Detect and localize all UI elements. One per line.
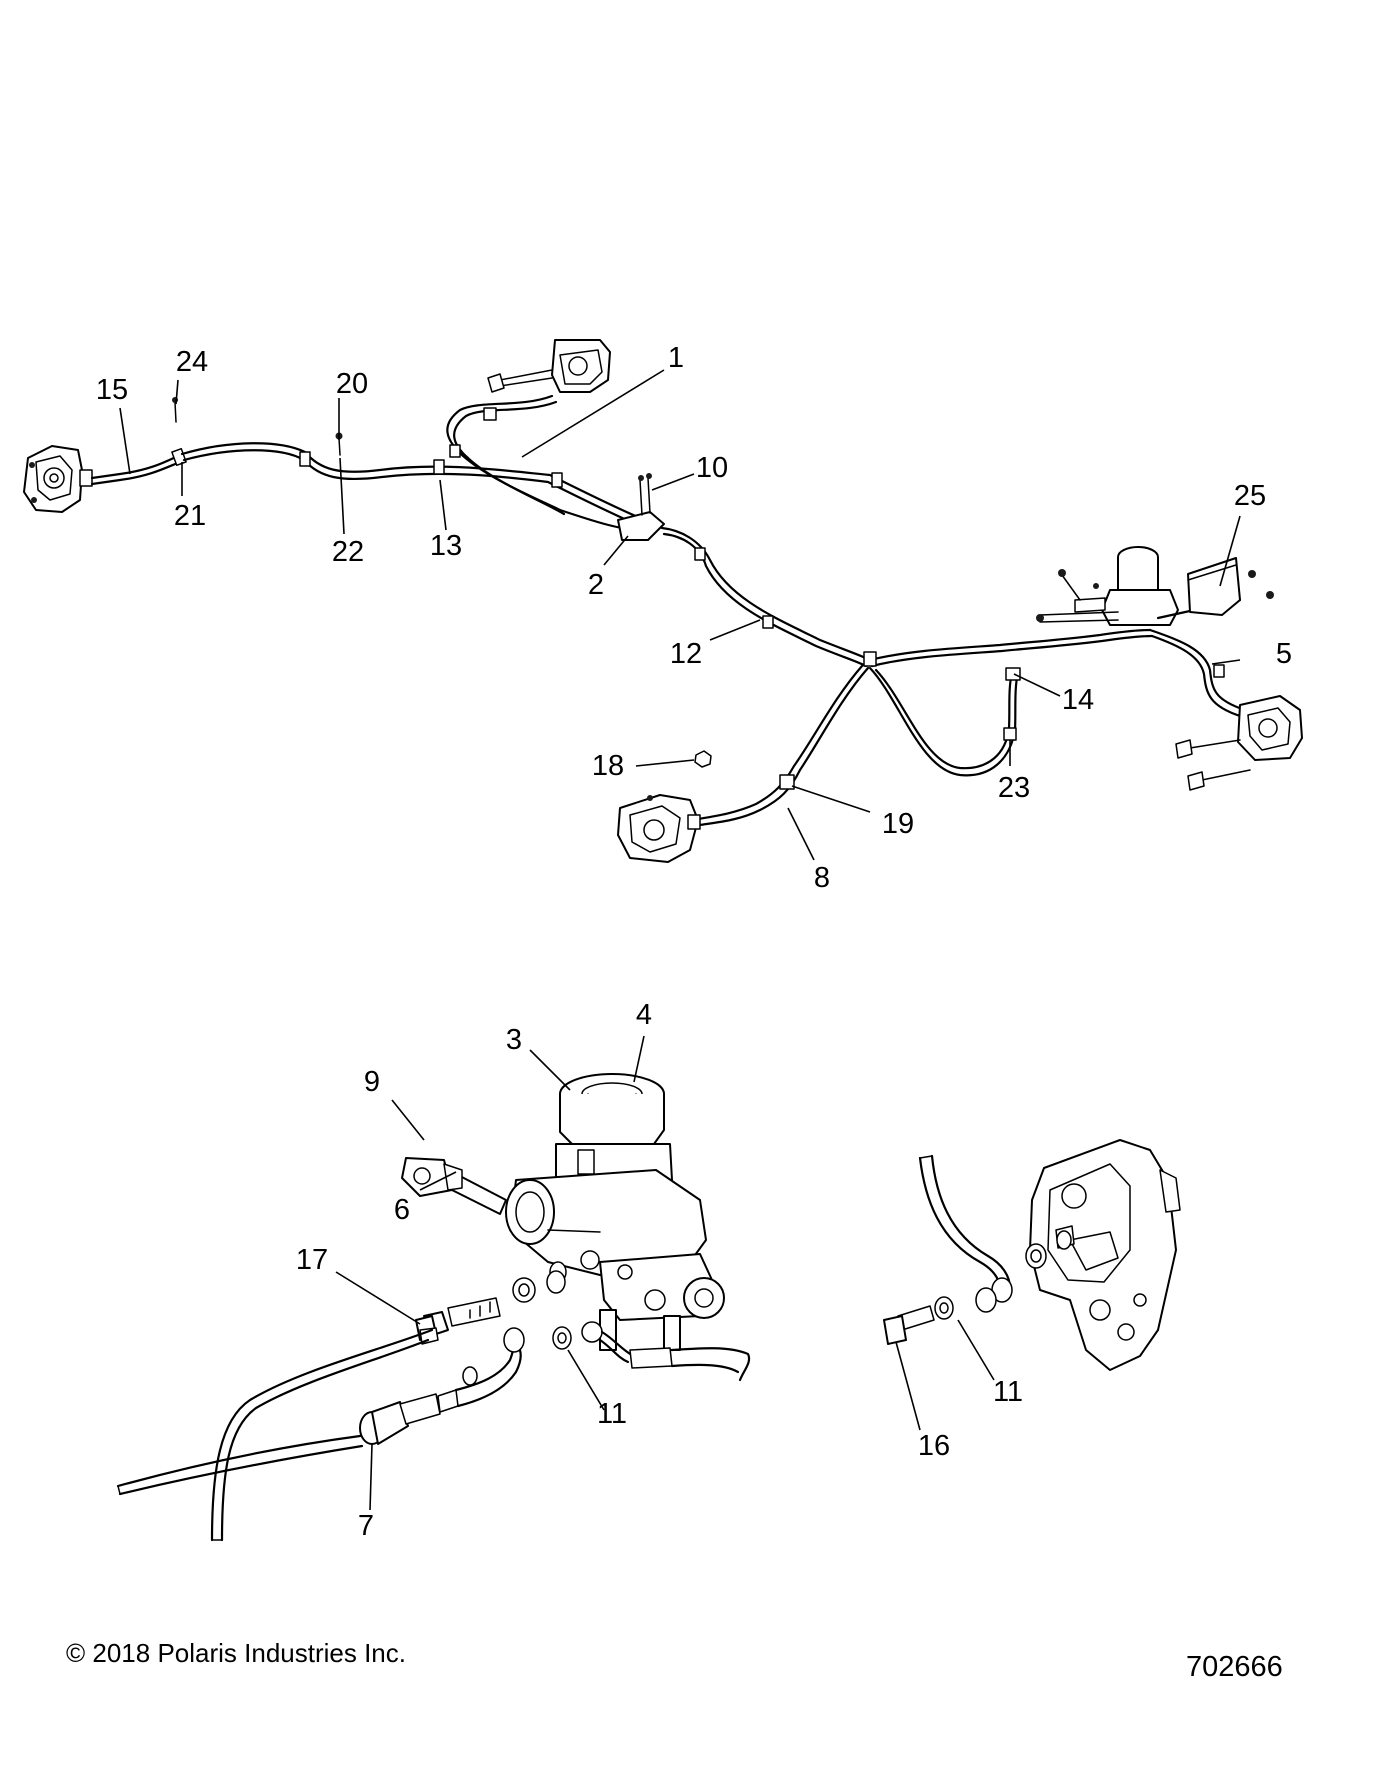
caliper-detail — [883, 1139, 1181, 1371]
brake-line-1 — [446, 394, 642, 532]
upper-brake-line-assembly — [23, 339, 1303, 863]
callout-13: 13 — [430, 530, 462, 562]
callout-2: 2 — [588, 569, 604, 601]
callout-7: 7 — [358, 1510, 374, 1542]
callout-6: 6 — [394, 1194, 410, 1226]
footer: © 2018 Polaris Industries Inc. 702666 — [66, 1638, 1283, 1683]
callout-14: 14 — [1062, 684, 1094, 716]
callout-25: 25 — [1234, 480, 1266, 512]
callout-1: 1 — [668, 342, 684, 374]
callout-11a: 11 — [597, 1398, 627, 1430]
callout-24: 24 — [176, 346, 208, 378]
brake-line-13 — [180, 442, 642, 520]
right-front-caliper — [487, 339, 611, 393]
master-cylinder-detail — [116, 1073, 751, 1542]
brake-line-12 — [660, 526, 872, 662]
callout-4: 4 — [636, 999, 652, 1031]
brake-light-switch — [359, 1327, 525, 1445]
brake-line-5 — [1148, 628, 1247, 712]
callout-8: 8 — [814, 862, 830, 894]
left-front-caliper — [23, 445, 93, 513]
master-cylinder-small — [1036, 546, 1274, 626]
left-rear-caliper — [617, 794, 701, 863]
callout-5: 5 — [1276, 638, 1292, 670]
push-rod-clevis — [401, 1157, 507, 1215]
master-cylinder-body — [505, 1169, 725, 1351]
callout-3: 3 — [506, 1024, 522, 1056]
outlet-hose-right — [581, 1321, 751, 1382]
copyright-text: © 2018 Polaris Industries Inc. — [66, 1638, 406, 1668]
callout-15: 15 — [96, 374, 128, 406]
callout-18: 18 — [592, 750, 624, 782]
callout-16: 16 — [918, 1430, 950, 1462]
callout-19: 19 — [882, 808, 914, 840]
callout-17: 17 — [296, 1244, 328, 1276]
master-cylinder-reservoir — [555, 1073, 673, 1181]
callout-20: 20 — [336, 368, 368, 400]
callout-11b: 11 — [993, 1376, 1023, 1408]
right-rear-caliper — [1175, 695, 1303, 791]
callout-23: 23 — [998, 772, 1030, 804]
callout-10: 10 — [696, 452, 728, 484]
callout-22: 22 — [332, 536, 364, 568]
bracket — [1187, 557, 1256, 616]
callout-12: 12 — [670, 638, 702, 670]
upper-line-fitting — [423, 1261, 567, 1337]
junction-block — [617, 473, 665, 541]
diagram-number: 702666 — [1186, 1651, 1283, 1683]
callout-21: 21 — [174, 500, 206, 532]
leader-lines — [119, 369, 1241, 1511]
callout-labels: 1 2 3 4 5 6 7 8 9 10 11 11 12 13 14 15 1… — [96, 342, 1292, 1542]
callout-9: 9 — [364, 1066, 380, 1098]
